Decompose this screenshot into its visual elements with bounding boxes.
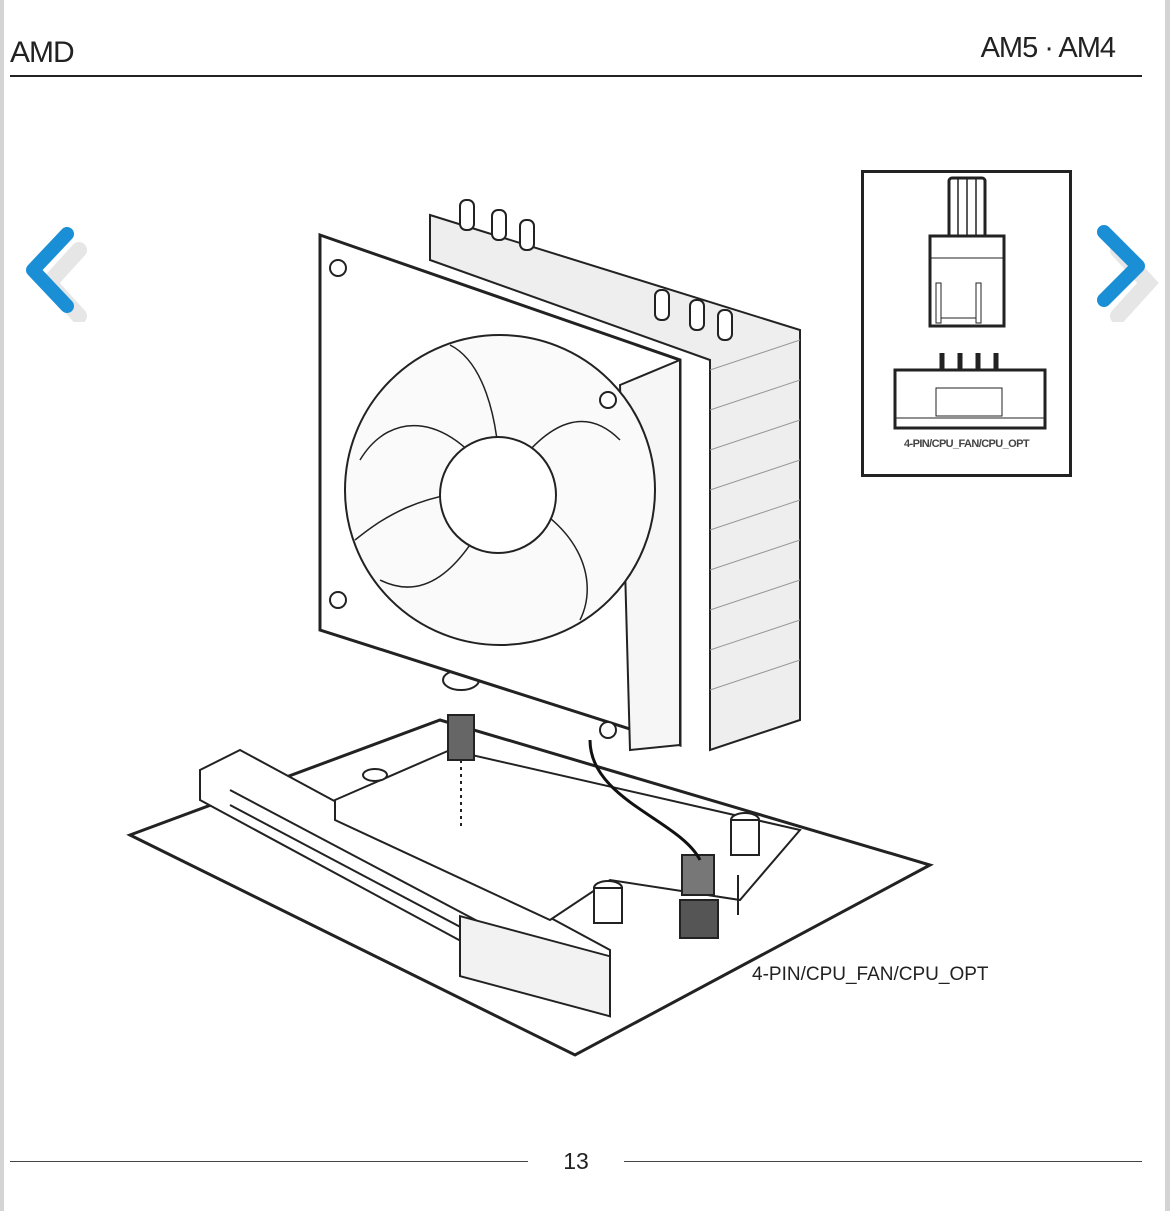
header-divider [10,75,1142,77]
chevron-right-icon [1097,225,1159,324]
heatpipes [459,199,733,341]
socket-title: AM5 · AM4 [980,32,1116,64]
heatsink [429,213,801,752]
cooler-installation-illustration [126,199,934,1057]
previous-page-button[interactable] [15,222,87,324]
chevron-left-icon [26,227,87,324]
standoffs [362,768,760,924]
inset-connector-label: 4-PIN/CPU_FAN/CPU_OPT [904,438,1030,450]
next-page-button[interactable] [1092,222,1164,324]
brand-title: AMD [10,36,75,69]
viewer-left-edge [0,0,4,1211]
connector-detail-inset: 4-PIN/CPU_FAN/CPU_OPT [861,170,1072,477]
footer-divider-left [10,1161,528,1162]
viewer-right-edge [1165,0,1170,1211]
fan-connector-diagram [893,176,1047,430]
footer-divider-right [624,1161,1142,1162]
fan-header [588,739,739,939]
page-number: 13 [563,1148,589,1174]
connector-callout-label: 4-PIN/CPU_FAN/CPU_OPT [752,964,989,985]
